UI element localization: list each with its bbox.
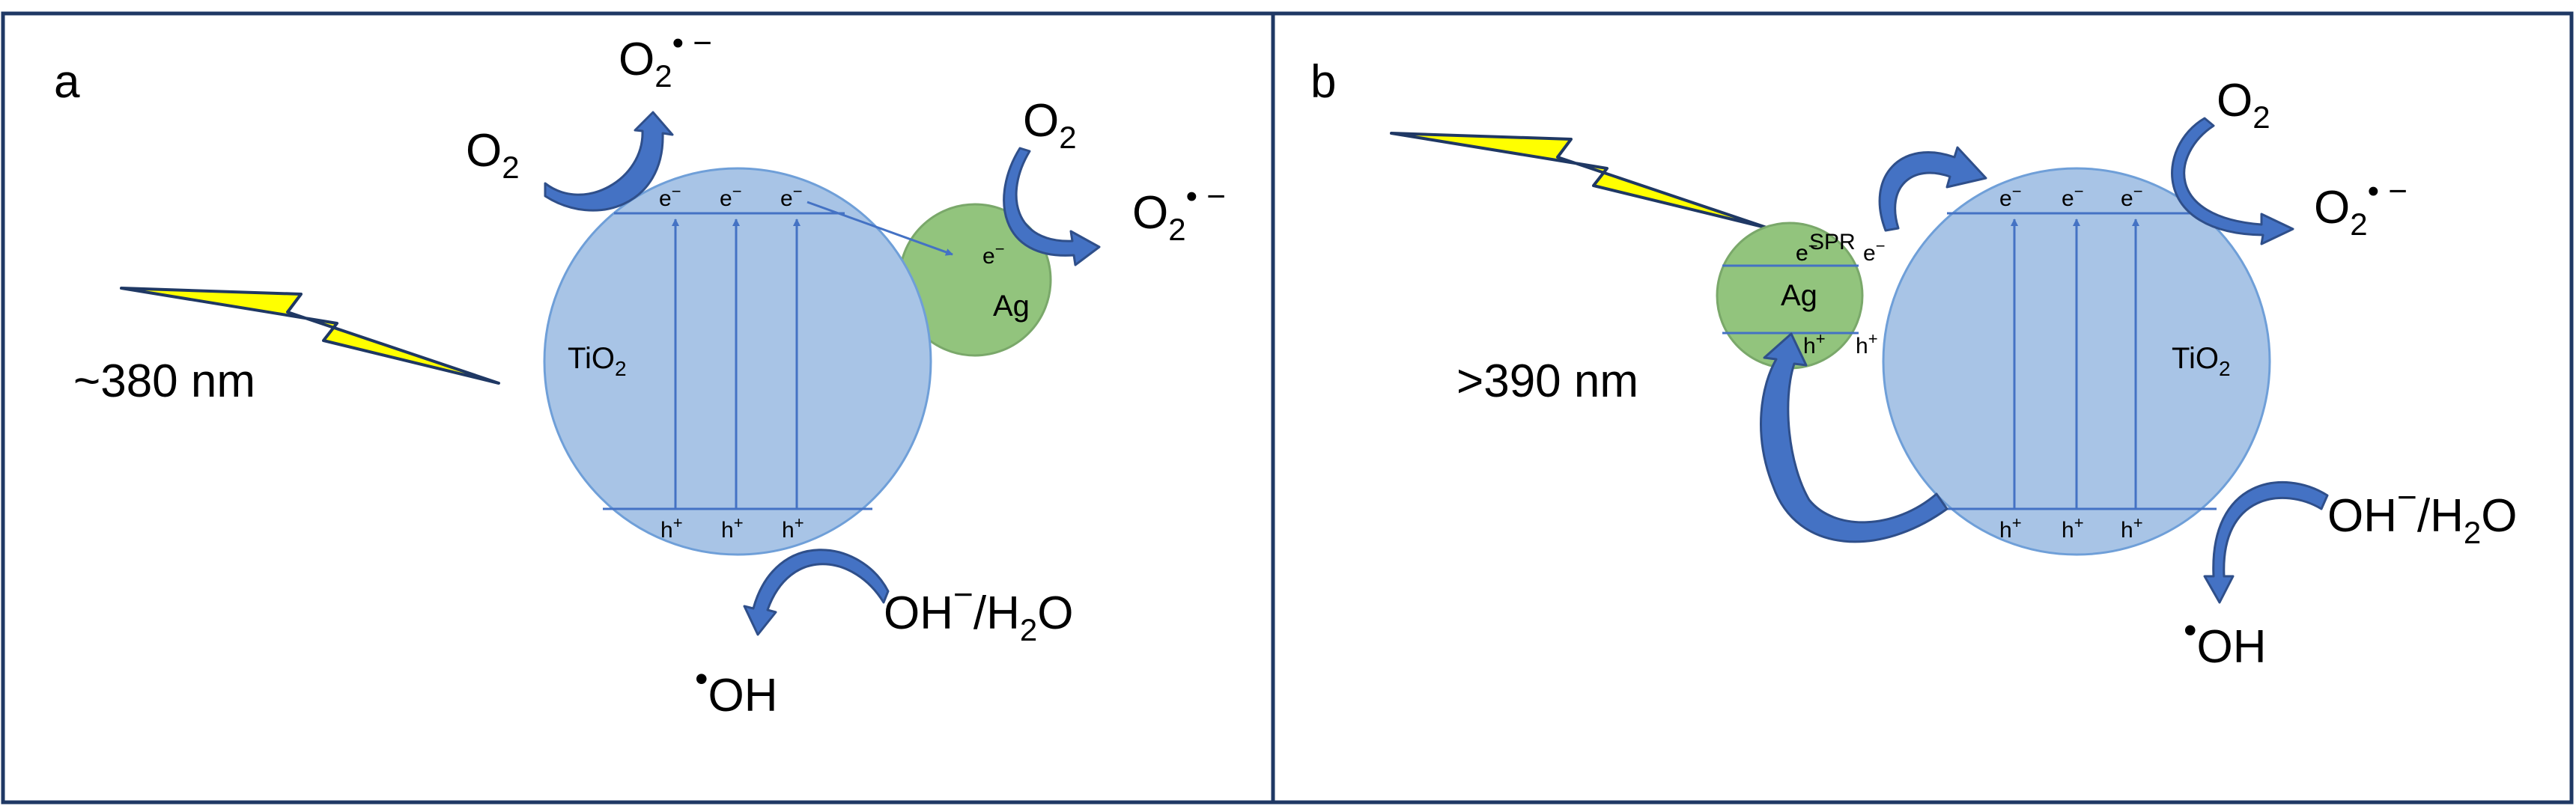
spr-label: SPR <box>1809 230 1856 254</box>
panel-a-label: a <box>54 56 80 108</box>
curved-arrow-icon <box>1878 146 1987 232</box>
hole-label: h+ <box>721 513 744 543</box>
ag-hole-label: h+ <box>1856 329 1878 358</box>
curved-arrow-icon <box>2203 481 2329 604</box>
hole-label: h+ <box>2121 513 2143 543</box>
tio2-label: TiO2 <box>568 342 627 380</box>
o2-reactant-label: O2 <box>1023 95 1077 155</box>
superoxide-product-label: O2• − <box>619 25 712 94</box>
lightning-icon <box>120 287 500 385</box>
tio2-label: TiO2 <box>2172 342 2231 380</box>
hole-label: h+ <box>2062 513 2084 543</box>
electron-label: e− <box>2121 182 2143 211</box>
panel-b-frame <box>1271 11 2574 805</box>
electron-label: e− <box>659 182 681 211</box>
ag-label: Ag <box>993 290 1030 323</box>
electron-label: e− <box>780 182 803 211</box>
wavelength-label: ~380 nm <box>73 355 255 407</box>
panel-b-label: b <box>1310 56 1336 108</box>
electron-label: e− <box>720 182 742 211</box>
ag-electron-right-label: e− <box>1863 236 1886 266</box>
ag-electron-label: e− <box>982 239 1005 269</box>
ag-electron-spr-label: e <box>1796 241 1808 266</box>
tio2-particle <box>543 167 932 556</box>
curved-arrow-icon <box>1760 332 1948 543</box>
hole-label: h+ <box>782 513 804 543</box>
electron-transfer-arrow <box>806 201 953 256</box>
hydroxide-water-label: OH−/H2O <box>884 575 1073 647</box>
electron-label: e− <box>1999 182 2022 211</box>
lightning-icon <box>1390 132 1770 230</box>
hole-label: h+ <box>1999 513 2022 543</box>
curved-arrow-icon <box>1003 147 1101 266</box>
panel-b: b >390 nm e− e− e− e− e SPR e− h+ h+ h+ … <box>1310 56 2517 673</box>
curved-arrow-icon <box>2171 117 2294 245</box>
ag-hole-label: h+ <box>1803 329 1826 358</box>
o2-reactant-label: O2 <box>466 125 520 185</box>
hydroxyl-radical-label: •OH <box>2184 609 2267 673</box>
superoxide-product-label: O2• − <box>1132 178 1226 247</box>
hydroxide-water-label: OH−/H2O <box>2327 477 2517 550</box>
superoxide-product-label: O2• − <box>2314 173 2408 242</box>
hydroxyl-radical-label: •OH <box>695 658 778 721</box>
panel-a: a ~380 nm e− e− e− e− h+ h+ h+ TiO2 Ag O… <box>54 25 1226 721</box>
ag-electron-label: e− <box>1796 236 1818 266</box>
curved-arrow-icon <box>743 549 890 636</box>
hole-label: h+ <box>660 513 683 543</box>
ag-label: Ag <box>1781 279 1817 312</box>
curved-arrow-icon <box>544 111 674 212</box>
o2-reactant-label: O2 <box>2217 75 2270 135</box>
electron-label: e− <box>2062 182 2084 211</box>
wavelength-label: >390 nm <box>1456 355 1638 407</box>
